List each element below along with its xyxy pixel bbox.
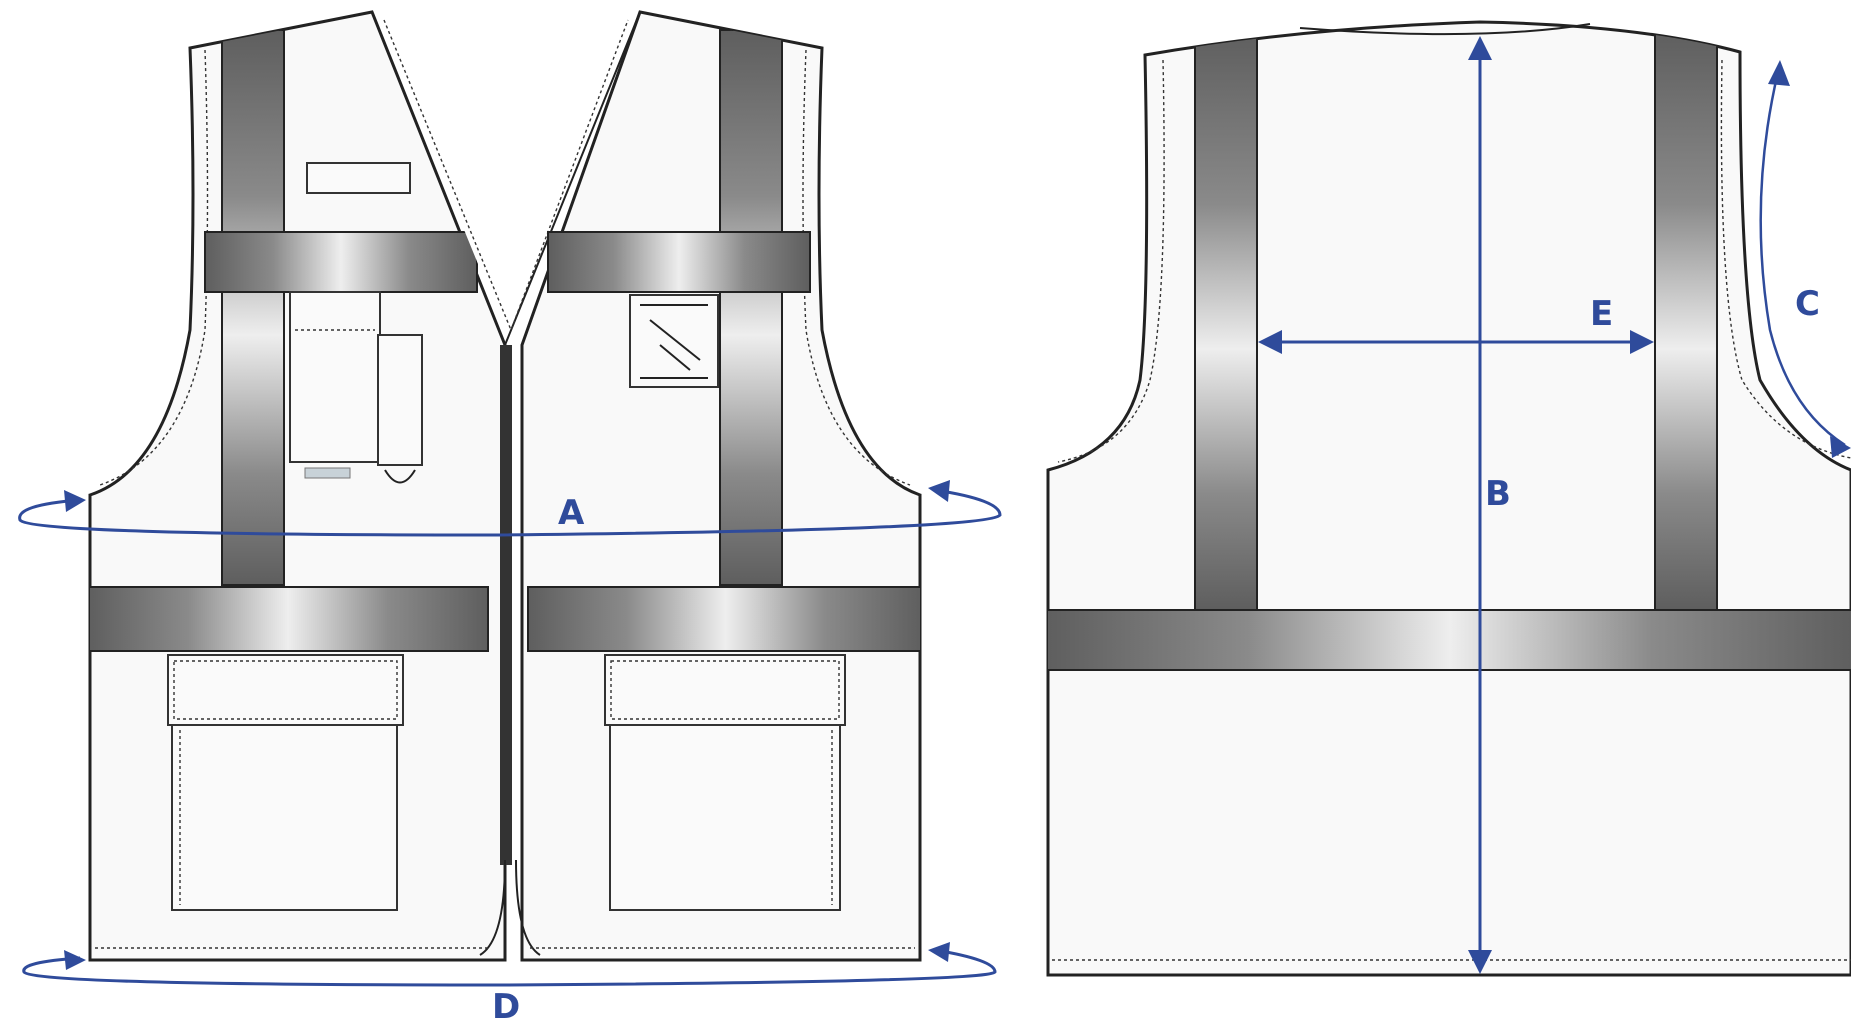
back-left-vertical-tape [1194, 29, 1258, 611]
measure-d-arrow-left [64, 950, 86, 970]
measure-d-ellipse [22, 948, 997, 987]
measure-b-arrow-top [1468, 36, 1492, 60]
label-b: B [1485, 474, 1511, 514]
pen-pocket [289, 291, 381, 463]
id-card-pocket [629, 294, 719, 388]
measure-c-arrow-bottom [1830, 436, 1851, 458]
measure-b-arrow-bottom [1468, 950, 1492, 974]
left-armhole-stitch [99, 49, 209, 486]
phone-loop [377, 334, 423, 466]
front-right-waist-tape [527, 586, 920, 652]
measure-a-ellipse [18, 488, 1002, 537]
measure-d-arrow-right [928, 942, 950, 962]
d-ring [384, 469, 416, 484]
back-waist-tape [1048, 609, 1851, 671]
back-view [1046, 20, 1851, 977]
label-e: E [1590, 294, 1613, 334]
back-right-vertical-tape [1654, 29, 1718, 611]
measure-c-curve [1759, 71, 1846, 447]
measure-c-arrow-top [1768, 60, 1790, 86]
front-left-cargo-pocket [167, 654, 404, 911]
front-left-waist-tape [90, 586, 489, 652]
measure-a-arrow-right [928, 480, 950, 502]
measure-e-arrow-left [1258, 330, 1282, 354]
name-badge [306, 162, 411, 194]
label-a: A [558, 493, 585, 533]
measurement-guides: A B C D E [18, 36, 1851, 1023]
label-d: D [492, 987, 520, 1023]
front-left-chest-tape [204, 231, 478, 293]
back-neck-binding [1299, 23, 1591, 36]
measure-e-arrow-right [1630, 330, 1654, 354]
front-right-chest-tape [547, 231, 811, 293]
back-panel [1046, 20, 1851, 977]
right-armhole-stitch [802, 49, 911, 486]
measure-a-arrow-left [64, 490, 86, 512]
front-right-vertical-tape [719, 29, 783, 586]
brand-label [304, 467, 351, 479]
front-right-cargo-pocket [604, 654, 846, 911]
label-c: C [1795, 284, 1820, 324]
front-left-vertical-tape [221, 29, 285, 586]
front-view [88, 10, 922, 962]
zipper [500, 345, 512, 865]
